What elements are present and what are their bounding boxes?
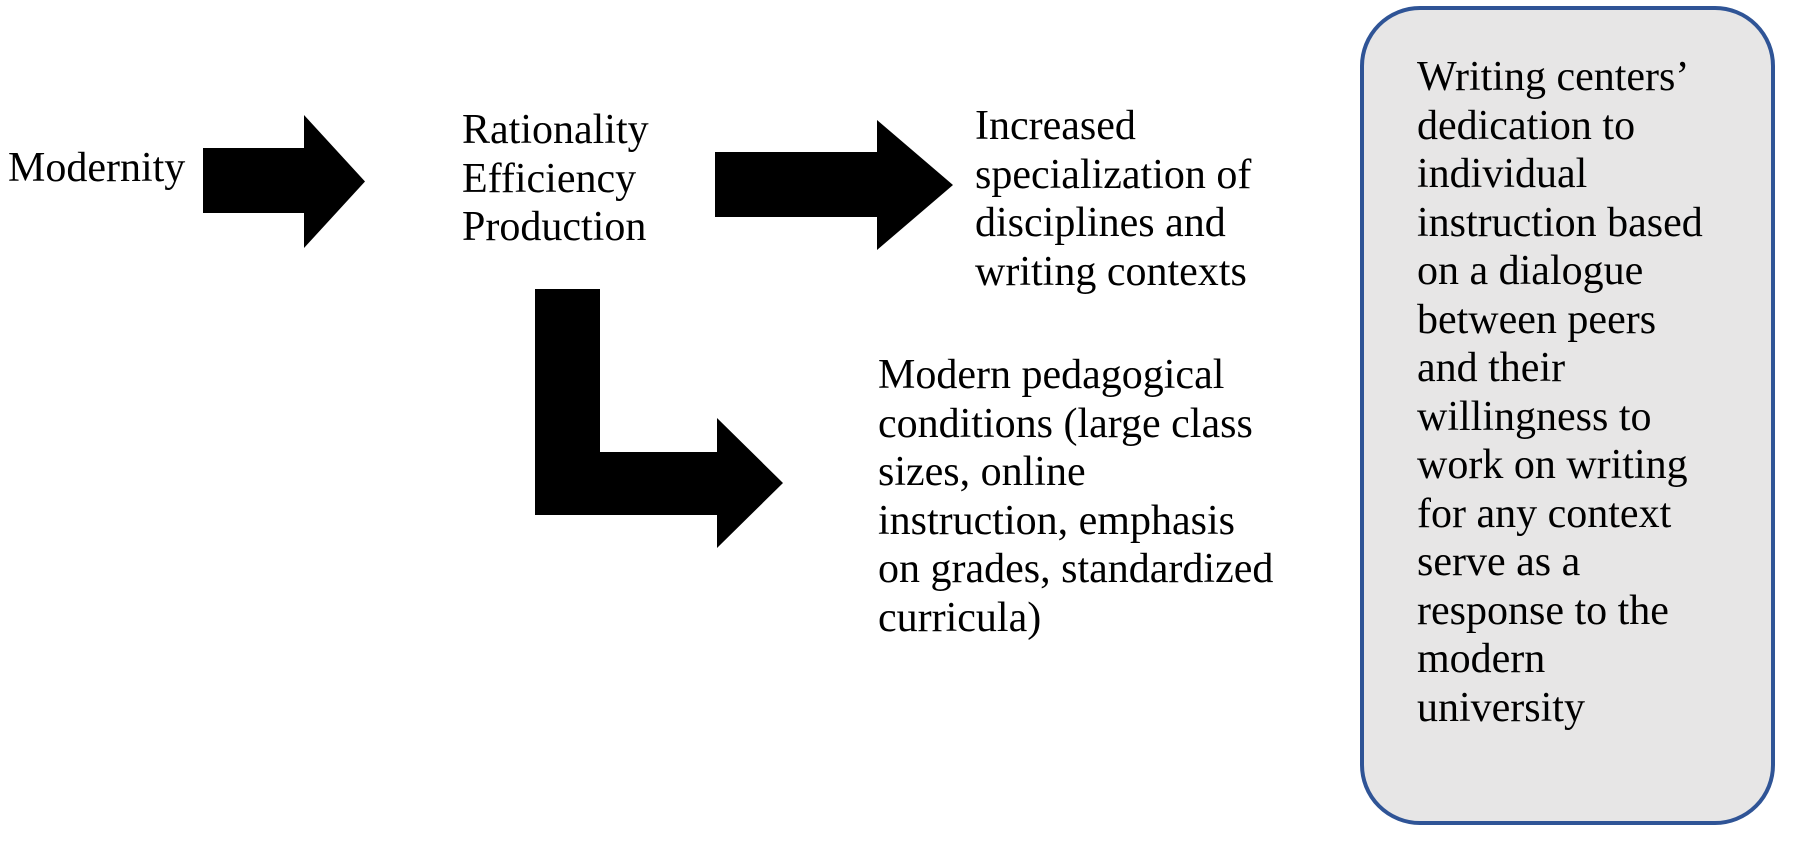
bent-down-right-arrow-icon-rationality-to-pedagogical xyxy=(535,289,783,548)
node-modernity-label: Modernity xyxy=(8,145,186,191)
right-arrow-icon-rationality-to-specialization xyxy=(715,120,953,250)
writing-centers-callout-box xyxy=(1360,6,1775,825)
right-arrow-icon-modernity-to-rationality xyxy=(203,115,365,248)
node-rationality-efficiency-production-label: Rationality Efficiency Production xyxy=(462,107,649,250)
node-modern-pedagogical-conditions-label: Modern pedagogical conditions (large cla… xyxy=(878,352,1274,641)
writing-centers-callout-text: Writing centers’ dedication to individua… xyxy=(1417,54,1703,731)
node-increased-specialization-label: Increased specialization of disciplines … xyxy=(975,103,1252,295)
